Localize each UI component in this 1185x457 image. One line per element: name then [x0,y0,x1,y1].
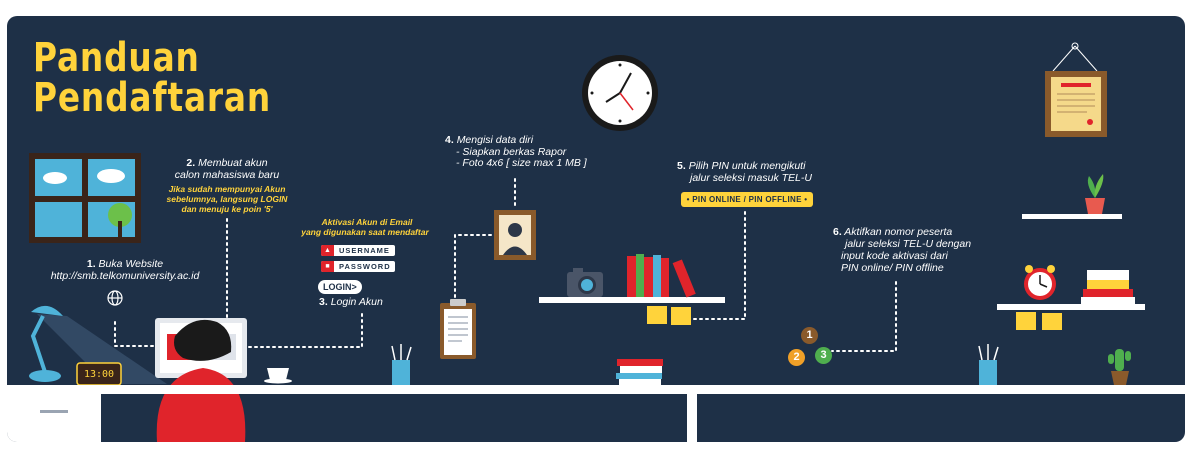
step2-heading: 2. Membuat akun [157,157,297,169]
sticky-notes-icon [1016,312,1062,330]
connector-step1 [114,321,156,347]
step4-number: 4. [445,134,454,146]
username-label: USERNAME [339,246,390,255]
cactus-icon [1108,349,1131,385]
alarm-clock-icon [1024,265,1056,300]
pencil-cup-icon [978,344,999,385]
step6-line4: PIN online/ PIN offline [841,262,944,274]
globe-icon [107,290,123,306]
activation-note-line2: yang digunakan saat mendaftar [301,227,429,237]
middle-shelf [539,297,725,303]
connector-step5 [689,211,746,320]
page-title-line1: Panduan [33,35,200,81]
step4-item2: - Foto 4x6 [ size max 1 MB ] [456,157,587,169]
books-icon [1081,270,1135,304]
password-label: PASSWORD [339,262,391,271]
step4-title: Mengisi data diri [456,134,534,146]
pin-choice-label: PIN ONLINE / PIN OFFLINE [692,195,802,204]
badge-3: 3 [815,347,832,364]
step3-title: Login Akun [330,296,383,308]
step1-title: Buka Website [98,258,164,270]
page-title-line2: Pendaftaran [33,75,272,121]
pencil-cup-icon [391,344,412,385]
desk-leg [687,394,697,442]
portrait-frame-icon [494,210,536,260]
step6-line3: input kode aktivasi dari [841,250,948,262]
desk-clock-display: 13:00 [83,369,115,380]
step2-note-line3: dan menuju ke poin '5' [181,204,273,214]
step3-heading: 3. Login Akun [319,296,399,308]
lock-icon: ■ [321,261,334,272]
step2-number: 2. [186,157,196,169]
step2-note-line1: Jika sudah mempunyai Akun [168,184,286,194]
connector-step4a [454,234,493,304]
step2-title: Membuat akun [198,157,268,169]
camera-icon [567,268,603,297]
step5-number: 5. [677,160,686,172]
step1-number: 1. [86,258,96,270]
desk-drawer [7,394,101,442]
step5-title: Pilih PIN untuk mengikuti [688,160,806,172]
activation-note-line1: Aktivasi Akun di Email [321,217,413,227]
clipboard-icon [440,299,476,359]
wall-clock-icon [582,55,658,131]
lower-shelf [997,304,1145,310]
step5-subtitle: jalur seleksi masuk TEL-U [690,172,812,184]
step6-text1: Aktifkan nomor peserta [844,226,953,238]
illustration-layer [7,42,1185,442]
books-icon [616,359,663,385]
password-field[interactable]: ■ PASSWORD [321,261,395,272]
pin-choice-badge[interactable]: • PIN ONLINE / PIN OFFLINE • [681,192,813,207]
step6-line1: 6. Aktifkan nomor peserta [833,226,993,238]
connector-step3 [242,311,363,348]
desk-top [7,385,1185,394]
upper-shelf [1022,214,1122,219]
step2-note-line2: sebelumnya, langsung LOGIN [166,194,288,204]
sticky-notes-icon [647,306,691,325]
window-icon [29,153,141,243]
step1-heading: 1. Buka Website [40,258,210,270]
step6-number: 6. [833,226,842,238]
step3-number: 3. [319,296,328,308]
books-icon [627,254,696,298]
step4-heading: 4. Mengisi data diri [445,134,595,146]
coffee-cup-icon [264,368,292,384]
registration-guide-banner: Panduan Pendaftaran 1. Buka Website http… [7,16,1185,442]
badge-1: 1 [801,327,818,344]
user-icon: ▲ [321,245,334,256]
step4-item1: - Siapkan berkas Rapor [456,146,567,158]
connector-step6 [831,281,897,352]
step5-heading: 5. Pilih PIN untuk mengikuti [677,160,837,172]
step2-subtitle: calon mahasiswa baru [174,169,280,181]
step1-url[interactable]: http://smb.telkomuniversity.ac.id [50,270,200,282]
drawer-handle [40,410,68,413]
certificate-frame-icon [1045,42,1107,137]
username-field[interactable]: ▲ USERNAME [321,245,395,256]
login-button[interactable]: LOGIN> [318,280,362,294]
step6-line2: jalur seleksi TEL-U dengan [845,238,972,250]
desk-lamp-icon [29,305,167,384]
dotted-connectors [114,178,897,352]
plant-icon [1085,174,1105,214]
badge-2: 2 [788,349,805,366]
